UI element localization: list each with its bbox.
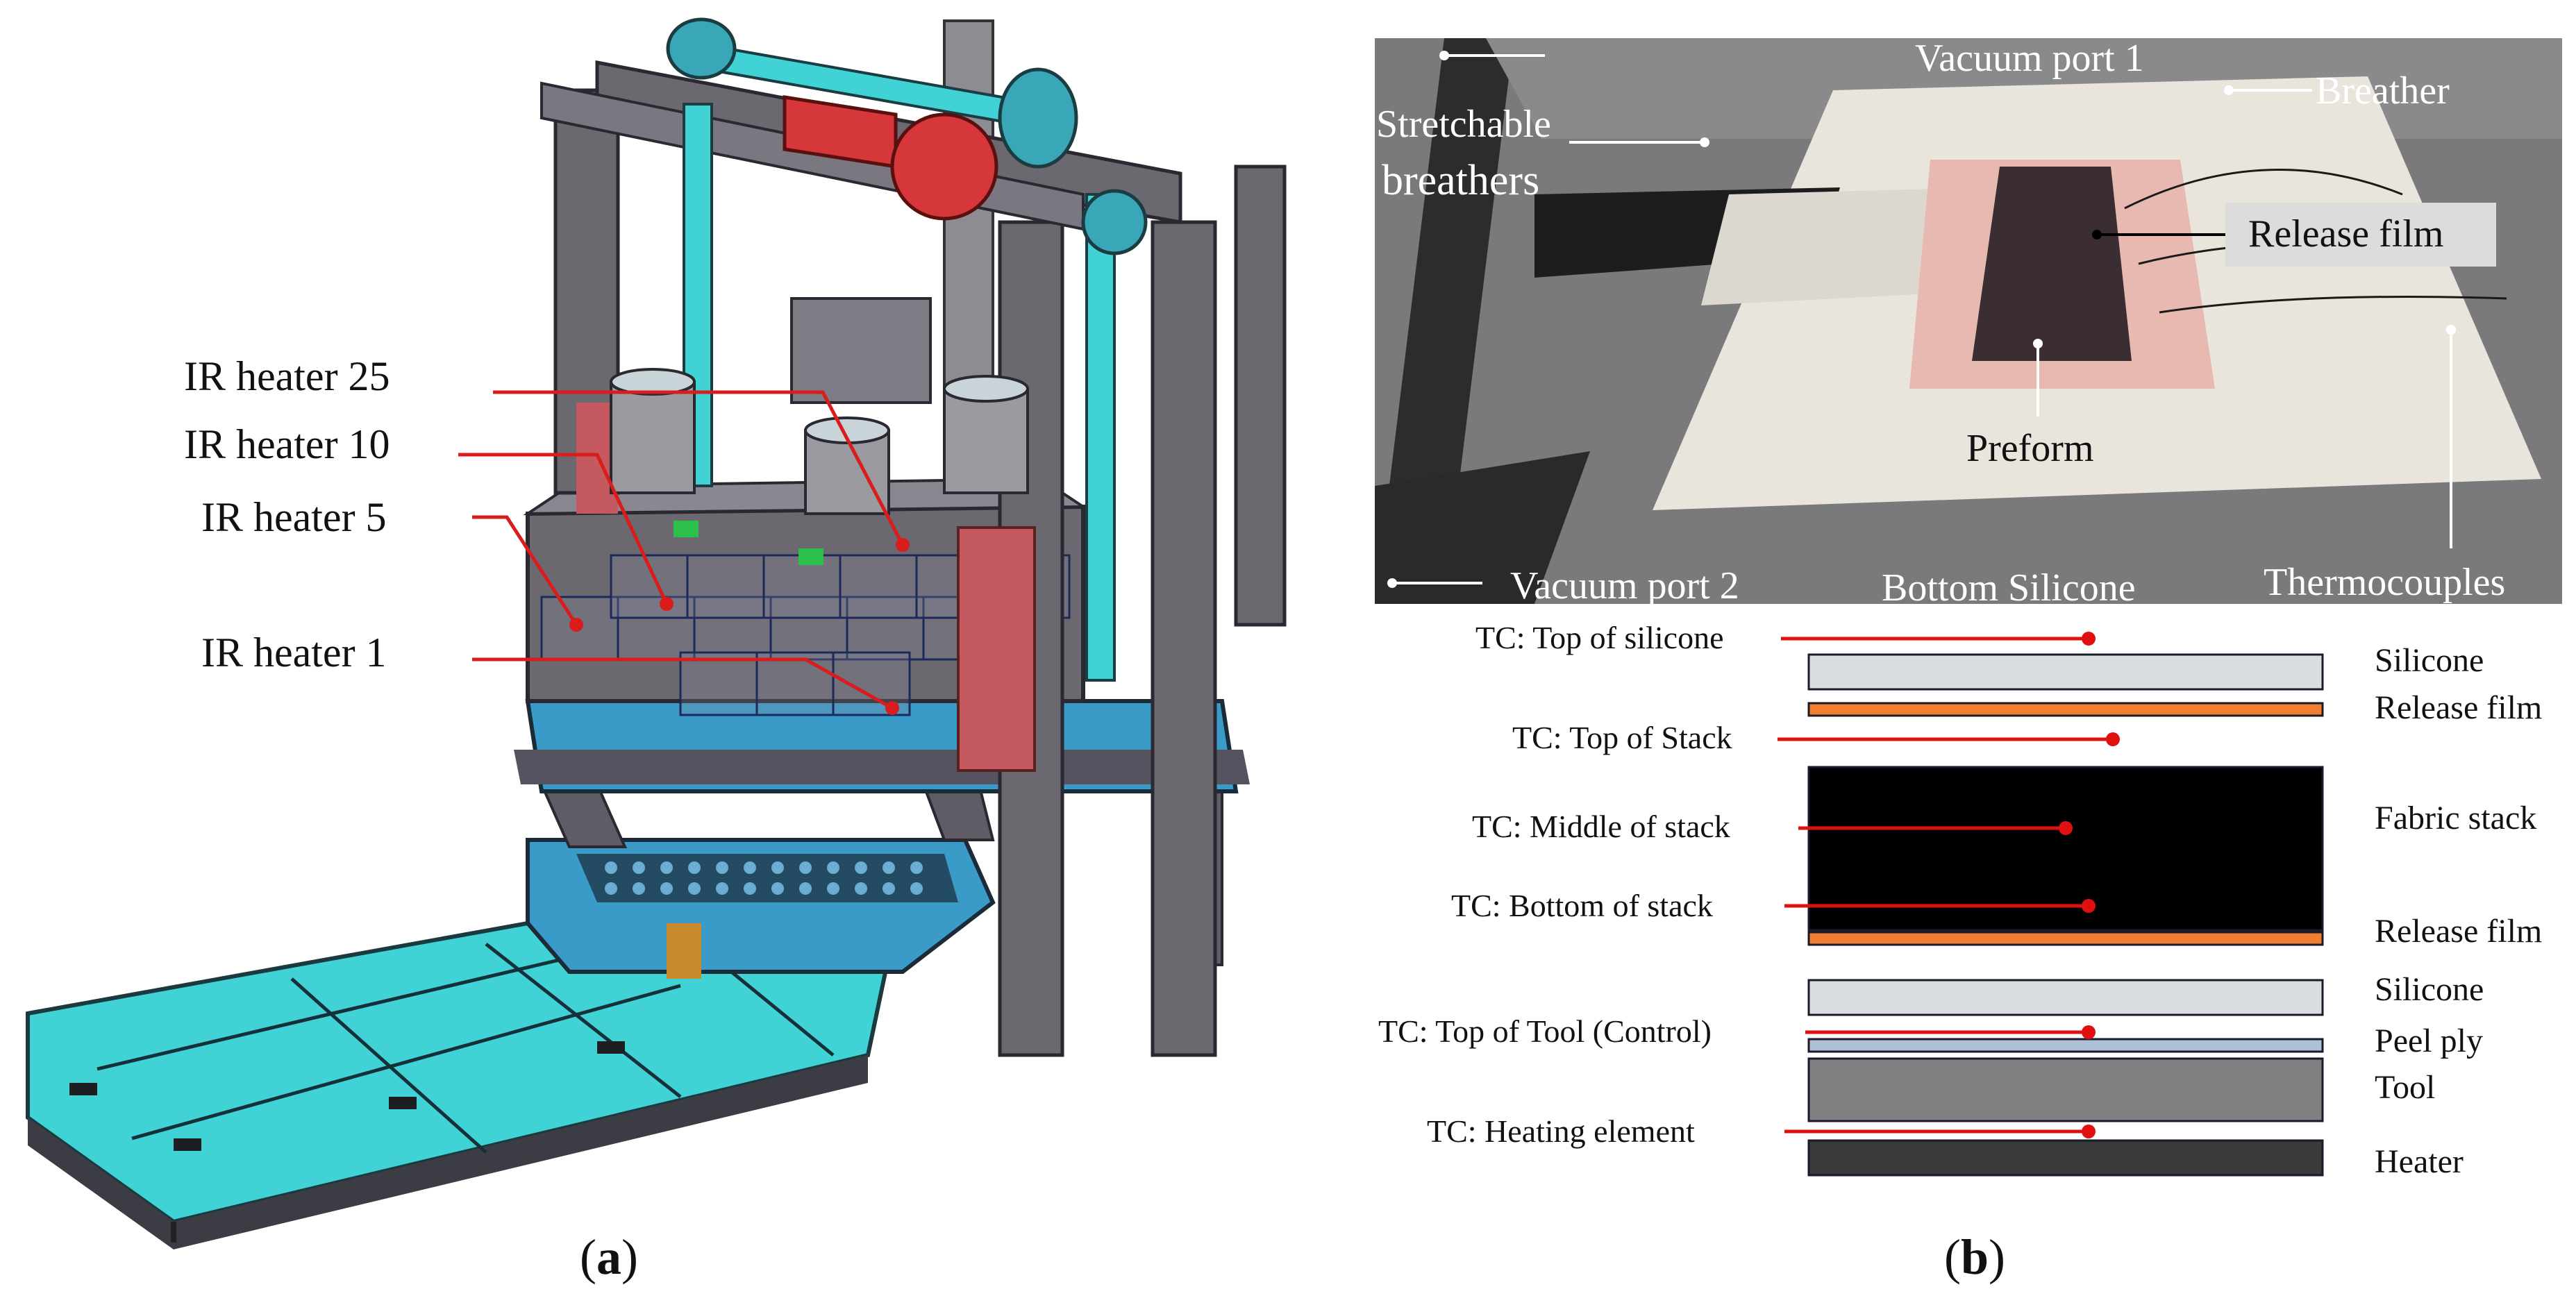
tc-label-top-stack: TC: Top of Stack (1512, 720, 1732, 755)
label-release-film: Release film (2248, 212, 2444, 255)
layer-silicone-top (1807, 653, 2324, 691)
label-stretchable-line1: Stretchable (1376, 103, 1551, 146)
layer-label-heater: Heater (2375, 1143, 2464, 1180)
layer-label-silicone-top: Silicone (2375, 642, 2484, 679)
leader-ir-heater-10 (458, 453, 669, 605)
tc-label-heating-element: TC: Heating element (1427, 1113, 1695, 1149)
layer-fabric-stack (1807, 766, 2324, 932)
layer-stack-diagram (1807, 653, 2324, 1177)
panel-a: IR heater 25 IR heater 10 IR heater 5 IR… (26, 17, 1287, 1285)
leader-ir-heater-1 (472, 657, 894, 710)
label-preform: Preform (1966, 427, 2094, 470)
layer-label-silicone-bottom: Silicone (2375, 971, 2484, 1008)
preform (1972, 167, 2132, 361)
tc-label-top-tool: TC: Top of Tool (Control) (1378, 1013, 1712, 1049)
layer-release-film-top (1807, 702, 2324, 717)
label-stretchable-line2: breathers (1382, 157, 1540, 204)
callout-ir-heater-1: IR heater 1 (201, 630, 387, 675)
layer-peel-ply (1807, 1038, 2324, 1053)
label-breather: Breather (2316, 69, 2450, 112)
layer-label-tool: Tool (2375, 1069, 2436, 1106)
tc-label-middle-stack: TC: Middle of stack (1472, 809, 1730, 844)
label-vacuum-port-2: Vacuum port 2 (1510, 564, 1739, 607)
layer-release-film-bottom (1807, 931, 2324, 946)
label-bottom-silicone: Bottom Silicone (1882, 566, 2136, 609)
callout-ir-heater-5: IR heater 5 (201, 494, 387, 540)
tc-label-top-silicone: TC: Top of silicone (1475, 620, 1724, 655)
vacuum-bag-photo (1375, 38, 2562, 604)
callout-ir-heater-25: IR heater 25 (184, 353, 390, 399)
callout-ir-heater-10: IR heater 10 (184, 421, 390, 467)
leader-ir-heater-5 (472, 515, 578, 626)
ir-heating-machine-drawing (26, 17, 1287, 1249)
layer-label-peel-ply: Peel ply (2375, 1022, 2483, 1059)
layer-tool (1807, 1057, 2324, 1122)
label-thermocouples: Thermocouples (2264, 561, 2506, 604)
layer-label-release-film-top: Release film (2375, 689, 2543, 726)
label-vacuum-port-1: Vacuum port 1 (1915, 37, 2144, 80)
layer-heater (1807, 1139, 2324, 1177)
layer-label-release-film-bottom: Release film (2375, 913, 2543, 950)
tc-label-bottom-stack: TC: Bottom of stack (1451, 888, 1713, 923)
layer-label-fabric-stack: Fabric stack (2375, 800, 2537, 836)
caption-a: (a) (580, 1229, 638, 1285)
red-motor (783, 95, 998, 221)
panel-b: Vacuum port 1 Breather Stretchable breat… (1361, 0, 2576, 1305)
leader-ir-heater-25 (493, 390, 905, 546)
caption-b: (b) (1944, 1229, 2006, 1285)
layer-silicone-bottom (1807, 979, 2324, 1016)
